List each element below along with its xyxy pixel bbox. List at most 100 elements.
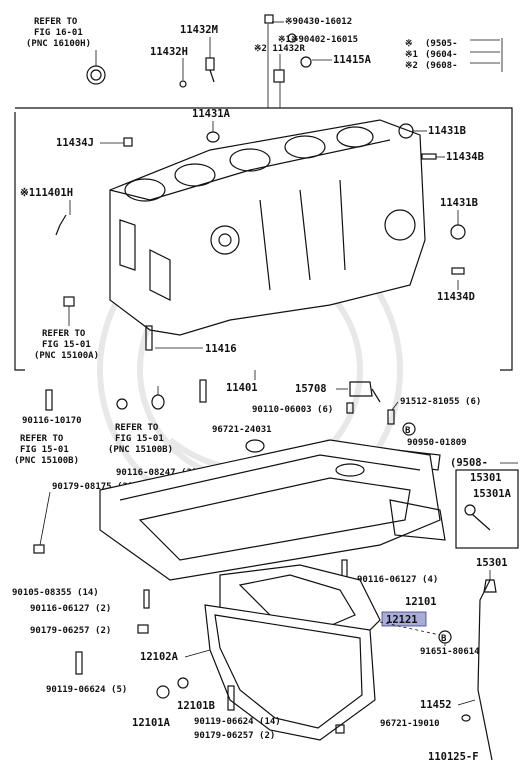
svg-text:11415A: 11415A bbox=[333, 54, 372, 66]
svg-text:11434J: 11434J bbox=[56, 137, 94, 149]
svg-text:11431B: 11431B bbox=[428, 125, 466, 137]
part-11415a[interactable]: 11415A bbox=[300, 54, 372, 68]
svg-text:(PNC 15100A): (PNC 15100A) bbox=[34, 351, 99, 361]
part-96721-19010[interactable]: 96721-19010 bbox=[380, 714, 471, 729]
reference-fig15-a[interactable]: REFER TO FIG 15-01 (PNC 15100A) bbox=[34, 329, 99, 361]
connector-lines bbox=[267, 24, 281, 108]
cylinder-block[interactable] bbox=[109, 119, 426, 336]
legend: ※ (9505- ※1 (9604- ※2 (9608- bbox=[405, 38, 503, 72]
svg-text:※1※90402-16015: ※1※90402-16015 bbox=[278, 35, 358, 45]
svg-text:11434B: 11434B bbox=[446, 151, 484, 163]
b-marker-lower: B bbox=[438, 630, 452, 644]
svg-text:※1: ※1 bbox=[405, 50, 418, 60]
part-11434b[interactable]: 11434B bbox=[421, 151, 484, 163]
part-15301[interactable]: 15301 bbox=[476, 557, 508, 761]
pin-icon bbox=[63, 296, 75, 326]
dipstick-guide-box[interactable]: 15301 15301A bbox=[455, 469, 519, 549]
part-11416[interactable]: 11416 bbox=[145, 325, 237, 355]
svg-text:(9608-: (9608- bbox=[425, 61, 458, 71]
svg-text:90119-06624 (14): 90119-06624 (14) bbox=[194, 717, 281, 727]
part-90116-10170[interactable]: 90116-10170 bbox=[22, 389, 82, 426]
svg-text:110125-F: 110125-F bbox=[428, 751, 479, 763]
cylinder-block-frame bbox=[14, 107, 513, 371]
part-11434d[interactable]: 11434D bbox=[437, 267, 475, 303]
reference-fig15-b-left[interactable]: REFER TO FIG 15-01 (PNC 15100B) bbox=[14, 434, 79, 466]
part-91512-81055[interactable]: 91512-81055 (6) bbox=[387, 397, 481, 425]
svg-text:15708: 15708 bbox=[295, 383, 327, 395]
part-90430[interactable]: ※90430-16012 bbox=[264, 14, 352, 27]
reference-fig16[interactable]: REFER TO FIG 16-01 (PNC 16100H) bbox=[26, 17, 91, 49]
part-15708[interactable]: 15708 bbox=[295, 381, 381, 403]
svg-text:91512-81055 (6): 91512-81055 (6) bbox=[400, 397, 481, 407]
svg-text:11431A: 11431A bbox=[192, 108, 231, 120]
svg-text:REFER TO: REFER TO bbox=[20, 434, 64, 444]
part-90119-06624-left[interactable]: 90119-06624 (5) bbox=[46, 651, 127, 695]
svg-text:90179-06257 (2): 90179-06257 (2) bbox=[30, 626, 111, 636]
svg-text:12101B: 12101B bbox=[177, 700, 215, 712]
part-11431b-right[interactable]: 11431B bbox=[440, 197, 478, 240]
svg-text:REFER TO: REFER TO bbox=[115, 423, 159, 433]
part-9508[interactable]: (9508- bbox=[450, 457, 518, 469]
svg-text:90116-10170: 90116-10170 bbox=[22, 416, 82, 426]
part-12121-highlighted[interactable]: 12121 bbox=[381, 611, 427, 627]
figure-id: 110125-F bbox=[428, 751, 479, 763]
part-12101a[interactable]: 12101A bbox=[132, 685, 171, 729]
b-marker-upper: B bbox=[402, 422, 416, 436]
svg-text:11432M: 11432M bbox=[180, 24, 218, 36]
part-90110-06003[interactable]: 90110-06003 (6) bbox=[252, 402, 354, 415]
bolt-icon bbox=[205, 57, 215, 83]
svg-text:REFER TO: REFER TO bbox=[42, 329, 86, 339]
reference-fig15-b-right[interactable]: REFER TO FIG 15-01 (PNC 15100B) bbox=[108, 423, 173, 455]
svg-text:(9604-: (9604- bbox=[425, 50, 458, 60]
part-11431b-top[interactable]: 11431B bbox=[398, 123, 466, 139]
svg-text:12102A: 12102A bbox=[140, 651, 179, 663]
part-11401h[interactable]: ※111401H bbox=[20, 187, 73, 236]
svg-text:B: B bbox=[405, 426, 411, 436]
part-90402[interactable]: ※1※90402-16015 bbox=[278, 33, 358, 45]
part-90105-08355[interactable]: 90105-08355 (14) bbox=[12, 588, 99, 598]
svg-text:(PNC 16100H): (PNC 16100H) bbox=[26, 39, 91, 49]
svg-text:15301A: 15301A bbox=[473, 488, 512, 500]
part-90179-08175[interactable]: 90179-08175 (2) bbox=[33, 482, 133, 554]
part-11432m[interactable]: 11432M bbox=[180, 24, 218, 58]
svg-text:(PNC 15100B): (PNC 15100B) bbox=[14, 456, 79, 466]
svg-text:11431B: 11431B bbox=[440, 197, 478, 209]
part-90119-06624-right[interactable]: 90119-06624 (14) bbox=[194, 685, 281, 727]
svg-text:11416: 11416 bbox=[205, 343, 237, 355]
part-91651-80614[interactable]: 91651-80614 bbox=[420, 643, 480, 657]
svg-text:90116-08247 (2): 90116-08247 (2) bbox=[116, 468, 197, 478]
svg-text:11432H: 11432H bbox=[150, 46, 188, 58]
part-11432r[interactable]: ※2 11432R bbox=[254, 44, 305, 83]
part-90179-06257-right[interactable]: 90179-06257 (2) bbox=[194, 724, 345, 741]
svg-text:90116-06127 (2): 90116-06127 (2) bbox=[30, 604, 111, 614]
svg-text:(PNC 15100B): (PNC 15100B) bbox=[108, 445, 173, 455]
svg-text:90110-06003 (6): 90110-06003 (6) bbox=[252, 405, 333, 415]
svg-text:REFER TO: REFER TO bbox=[34, 17, 78, 27]
svg-text:96721-19010: 96721-19010 bbox=[380, 719, 440, 729]
svg-text:91651-80614: 91651-80614 bbox=[420, 647, 480, 657]
part-12101[interactable]: 12101 bbox=[405, 596, 437, 608]
oil-pan[interactable] bbox=[204, 604, 441, 741]
part-11434j[interactable]: 11434J bbox=[56, 137, 133, 149]
part-90116-06127-left[interactable]: 90116-06127 (2) bbox=[30, 589, 150, 614]
svg-text:15301: 15301 bbox=[476, 557, 508, 569]
svg-text:※90430-16012: ※90430-16012 bbox=[285, 17, 352, 27]
svg-text:96721-24031: 96721-24031 bbox=[212, 425, 272, 435]
part-90179-06257-left[interactable]: 90179-06257 (2) bbox=[30, 624, 149, 636]
svg-text:11452: 11452 bbox=[420, 699, 452, 711]
part-11431a[interactable]: 11431A bbox=[192, 108, 231, 143]
part-96721-24031[interactable]: 96721-24031 bbox=[212, 425, 272, 453]
part-90116-08247[interactable]: 90116-08247 (2) bbox=[116, 379, 207, 478]
svg-text:90179-06257 (2): 90179-06257 (2) bbox=[194, 731, 275, 741]
crankcase-stiffener[interactable] bbox=[99, 439, 446, 581]
part-11401[interactable]: 11401 bbox=[226, 370, 258, 394]
part-12101b[interactable]: 12101B bbox=[177, 677, 215, 712]
part-11432h[interactable]: 11432H bbox=[150, 46, 188, 88]
svg-text:90116-06127 (4): 90116-06127 (4) bbox=[357, 575, 438, 585]
part-11452[interactable]: 11452 bbox=[420, 699, 476, 711]
part-12102a[interactable]: 12102A bbox=[140, 649, 211, 663]
svg-text:90950-01809: 90950-01809 bbox=[407, 438, 467, 448]
svg-text:※2 11432R: ※2 11432R bbox=[254, 44, 305, 54]
svg-text:※2: ※2 bbox=[405, 61, 418, 71]
